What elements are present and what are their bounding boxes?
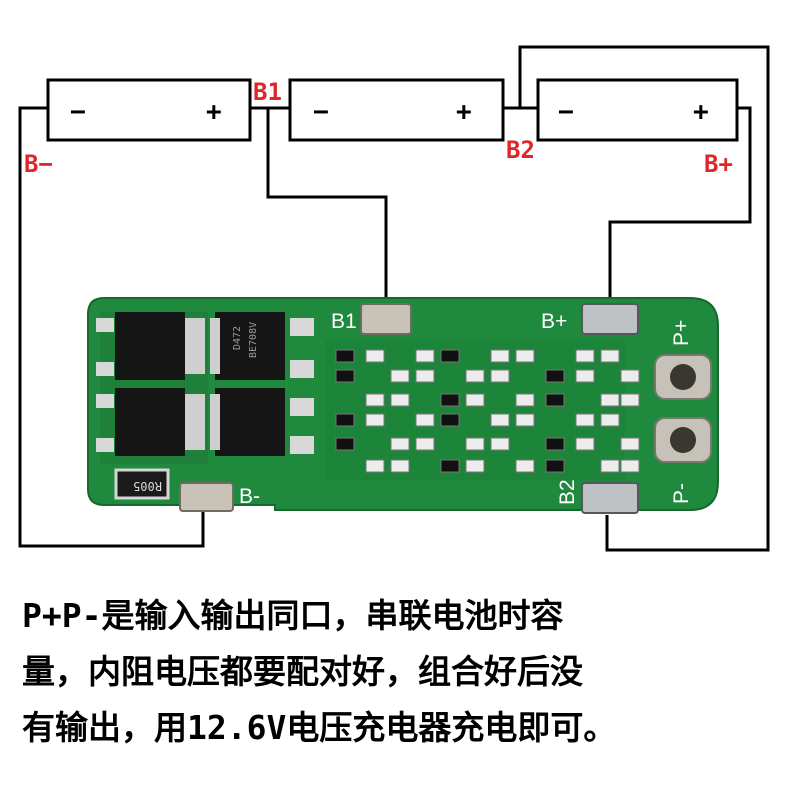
label-b-plus: B+ <box>704 150 733 178</box>
silk-p-plus: P+ <box>670 320 693 346</box>
smd-part <box>465 459 485 473</box>
resistor-code: R005 <box>133 479 162 493</box>
smd-part <box>600 459 620 473</box>
smd-part <box>390 459 410 473</box>
pad-b-minus <box>179 482 234 512</box>
wire-b1 <box>266 108 388 305</box>
battery-2: − + <box>288 78 505 142</box>
smd-part <box>490 369 510 383</box>
smd-part <box>365 349 385 363</box>
smd-part <box>440 393 460 407</box>
wire-b-plus <box>608 106 752 305</box>
smd-part <box>365 413 385 427</box>
battery-plus-sign: + <box>206 97 222 127</box>
battery-3: − + <box>536 78 739 142</box>
smd-part <box>415 369 435 383</box>
smd-part <box>465 369 485 383</box>
battery-1: − + <box>46 78 252 142</box>
smd-part <box>575 413 595 427</box>
battery-minus-sign: − <box>70 97 86 127</box>
silk-b1: B1 <box>331 310 357 333</box>
smd-part <box>600 349 620 363</box>
smd-part <box>335 413 355 427</box>
smd-part <box>365 459 385 473</box>
smd-part <box>390 437 410 451</box>
wire-b-minus <box>18 106 205 548</box>
smd-part <box>515 413 535 427</box>
bms-pcb-board: D472 BE708V R005 B1 B+ B- B2 P+ P- <box>87 297 719 514</box>
smd-part <box>575 437 595 451</box>
mosfet-group: D472 BE708V <box>96 312 314 464</box>
smd-part <box>545 393 565 407</box>
battery-plus-sign: + <box>693 97 709 127</box>
smd-part <box>390 369 410 383</box>
smd-part <box>490 413 510 427</box>
smd-part <box>440 349 460 363</box>
wiring <box>18 45 770 552</box>
smd-part <box>415 349 435 363</box>
smd-part <box>620 437 640 451</box>
label-b1: B1 <box>253 78 282 106</box>
smd-part <box>600 413 620 427</box>
wire-b2 <box>518 45 770 552</box>
smd-part <box>600 393 620 407</box>
smd-part <box>575 349 595 363</box>
smd-part <box>335 349 355 363</box>
label-b-minus: B− <box>24 150 53 178</box>
shunt-resistor <box>114 468 170 500</box>
smd-part <box>620 459 640 473</box>
smd-part <box>440 459 460 473</box>
smd-part <box>465 437 485 451</box>
smd-part <box>365 393 385 407</box>
smd-part <box>515 349 535 363</box>
smd-part <box>545 369 565 383</box>
silk-b-minus: B- <box>239 485 260 508</box>
pad-b1 <box>360 303 412 335</box>
battery-plus-sign: + <box>456 97 472 127</box>
smd-part <box>415 413 435 427</box>
pad-b-plus <box>581 303 639 335</box>
label-b2: B2 <box>506 136 535 164</box>
smd-part <box>620 393 640 407</box>
smd-part <box>490 437 510 451</box>
battery-minus-sign: − <box>313 97 329 127</box>
smd-part <box>545 437 565 451</box>
mosfet-code: D472 <box>232 326 243 350</box>
smd-part <box>465 393 485 407</box>
smd-part <box>415 437 435 451</box>
smd-part <box>390 393 410 407</box>
smd-part <box>515 459 535 473</box>
smd-part <box>620 369 640 383</box>
smd-part <box>440 413 460 427</box>
smd-part <box>335 369 355 383</box>
mosfet-code: BE708V <box>248 322 259 358</box>
caption-note: P+P-是输入输出同口，串联电池时容 量，内阻电压都要配对好，组合好后没 有输出… <box>22 596 617 747</box>
smd-part <box>490 349 510 363</box>
smd-components <box>325 340 640 480</box>
battery-minus-sign: − <box>558 97 574 127</box>
smd-part <box>515 393 535 407</box>
pad-b2 <box>581 482 639 514</box>
smd-part <box>545 459 565 473</box>
silk-b2: B2 <box>556 479 579 505</box>
smd-part <box>335 437 355 451</box>
silk-p-minus: P- <box>670 483 693 504</box>
silk-b-plus: B+ <box>541 310 567 333</box>
smd-part <box>575 369 595 383</box>
